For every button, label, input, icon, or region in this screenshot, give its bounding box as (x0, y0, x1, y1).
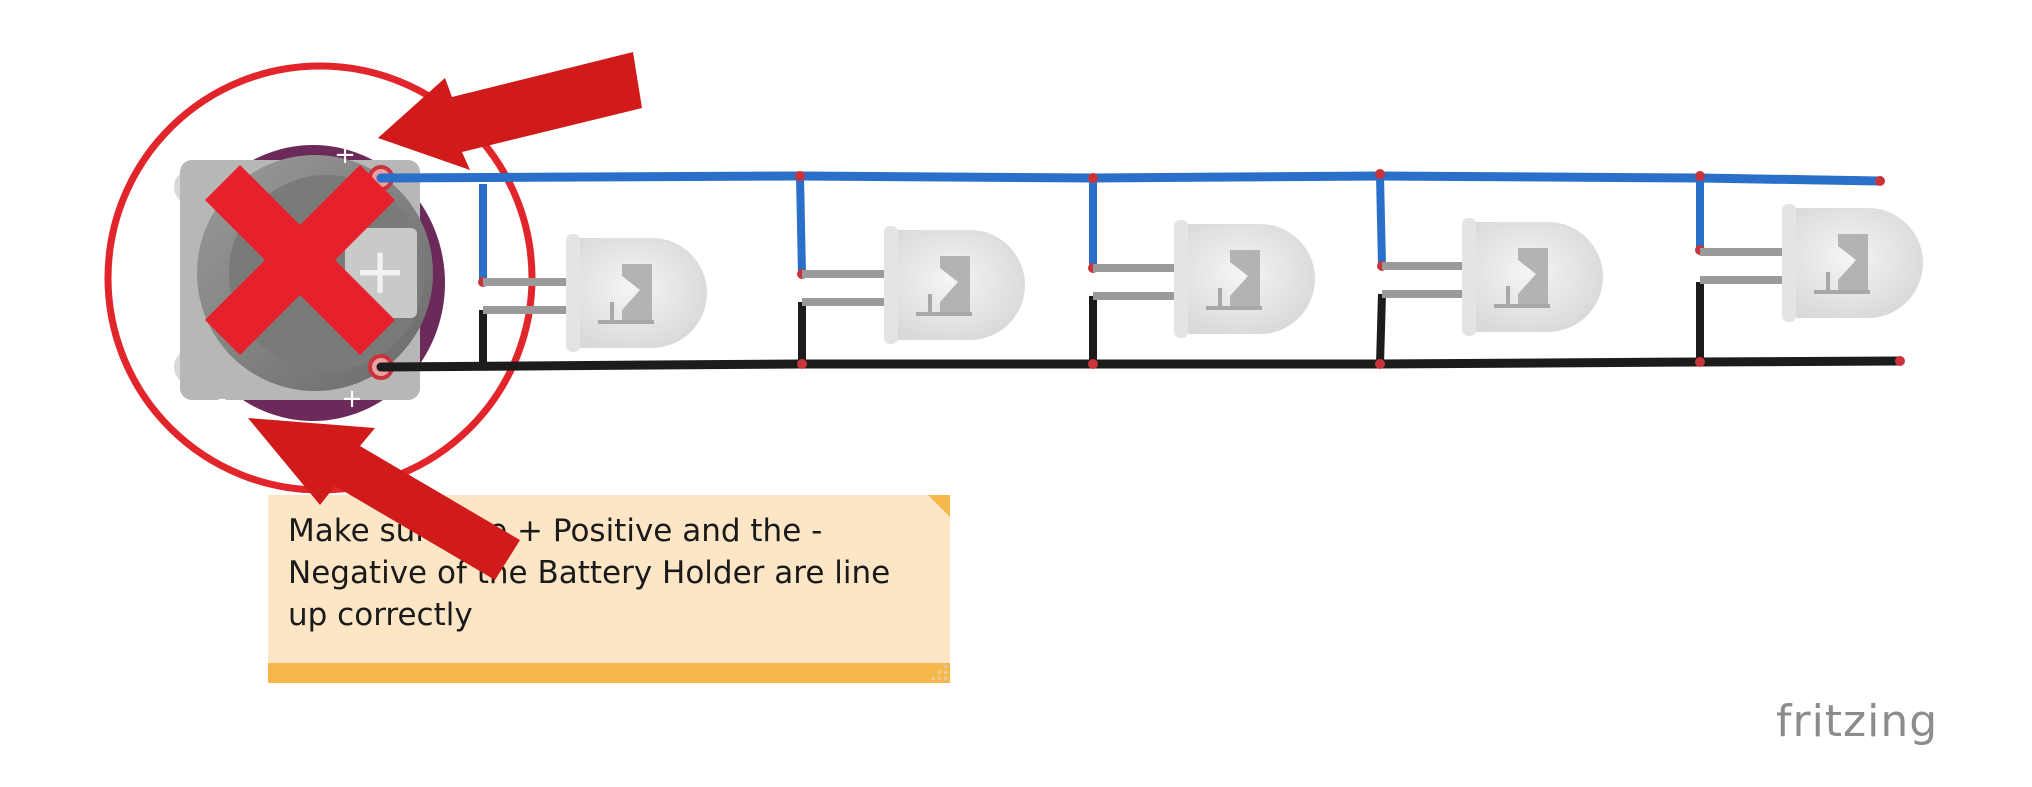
led-flange (566, 234, 580, 352)
fritzing-logo: fritzing (1776, 696, 1939, 747)
junction-dot (1375, 359, 1385, 369)
led-3[interactable] (1093, 220, 1315, 338)
led-4[interactable] (1382, 218, 1603, 336)
junction-dot (795, 171, 805, 181)
x-mark-icon (205, 165, 395, 355)
led-die-icon (940, 256, 970, 314)
led4-positive-branch (1376, 175, 1386, 267)
led4-negative-branch (1376, 293, 1386, 365)
junction-dot (1695, 357, 1705, 367)
junction-dot (1088, 359, 1098, 369)
led-flange (1174, 220, 1188, 338)
led-flange (1462, 218, 1476, 336)
bottom-minus-label: - (217, 384, 226, 414)
led-die-icon (1838, 234, 1868, 292)
bottom-plus-label: + (341, 384, 363, 414)
wiring (376, 169, 1905, 372)
junction-dot (797, 359, 807, 369)
led-flange (884, 226, 898, 344)
top-arrow (378, 52, 642, 170)
positive-bus-wire (376, 171, 1885, 186)
led-5[interactable] (1700, 204, 1923, 322)
led-1[interactable] (483, 234, 707, 352)
negative-bus-wire (376, 356, 1905, 372)
junction-dot (1875, 176, 1885, 186)
note-fold (928, 495, 950, 517)
led2-positive-branch (796, 175, 806, 275)
junction-dot (1088, 173, 1098, 183)
resize-grip-icon (932, 665, 947, 680)
bottom-arrow (248, 418, 520, 580)
top-minus-label: - (217, 140, 226, 170)
top-plus-label: + (334, 140, 356, 170)
led-2[interactable] (802, 226, 1025, 344)
arrow-icon (378, 52, 642, 170)
note-bar (268, 663, 950, 683)
junction-dot (1375, 169, 1385, 179)
led-die-icon (1518, 248, 1548, 306)
junction-dot (1695, 171, 1705, 181)
junction-dot (1895, 356, 1905, 366)
led-flange (1782, 204, 1796, 322)
led-die-icon (622, 264, 652, 322)
led-die-icon (1230, 250, 1260, 308)
